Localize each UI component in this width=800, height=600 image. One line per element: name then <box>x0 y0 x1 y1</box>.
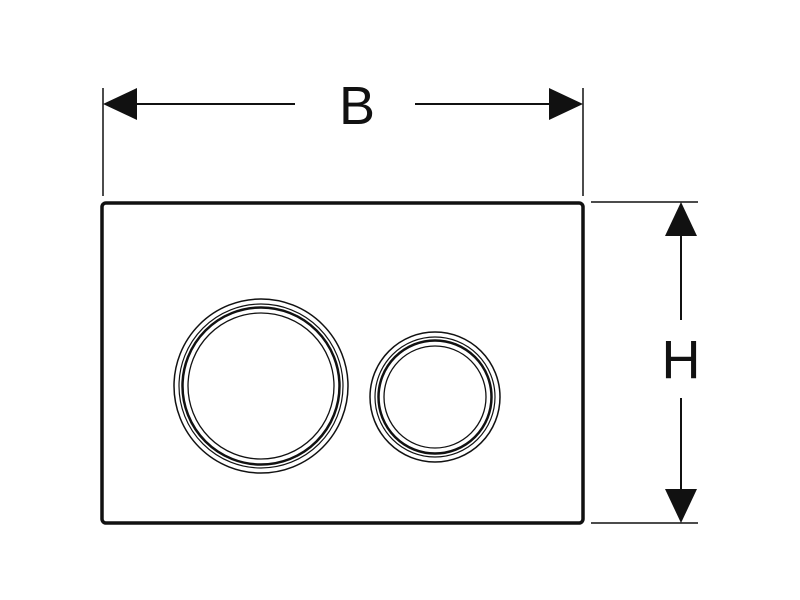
plate-outline <box>100 201 585 525</box>
large-flush-button <box>173 298 349 474</box>
arrowhead-down-icon <box>665 489 697 523</box>
arrowhead-up-icon <box>665 202 697 236</box>
height-label: H <box>662 330 701 390</box>
arrowhead-left-icon <box>103 88 137 120</box>
width-label: B <box>339 76 375 136</box>
arrowhead-right-icon <box>549 88 583 120</box>
small-flush-button <box>369 331 501 463</box>
